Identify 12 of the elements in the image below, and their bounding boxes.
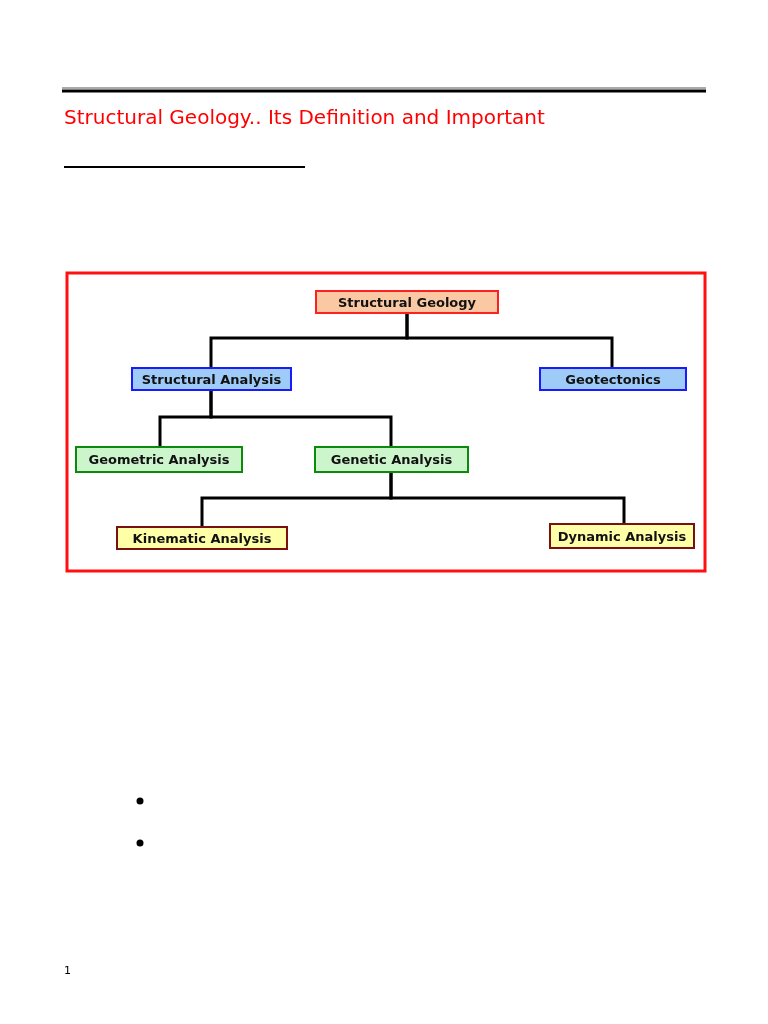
chart-box: Structural Geology	[315, 290, 499, 314]
chart-box: Kinematic Analysis	[116, 526, 288, 550]
chart-box: Dynamic Analysis	[549, 523, 695, 549]
connector-line	[209, 391, 393, 446]
chart-box: Genetic Analysis	[314, 446, 469, 473]
connector-line	[405, 314, 614, 367]
chart-box: Geometric Analysis	[75, 446, 243, 473]
chart-box: Structural Analysis	[131, 367, 292, 391]
chart-box: Geotectonics	[539, 367, 687, 391]
page-title: Structural Geology.. Its Definition and Important	[64, 105, 545, 129]
page-number: 1	[64, 964, 71, 977]
connector-line	[389, 473, 626, 523]
